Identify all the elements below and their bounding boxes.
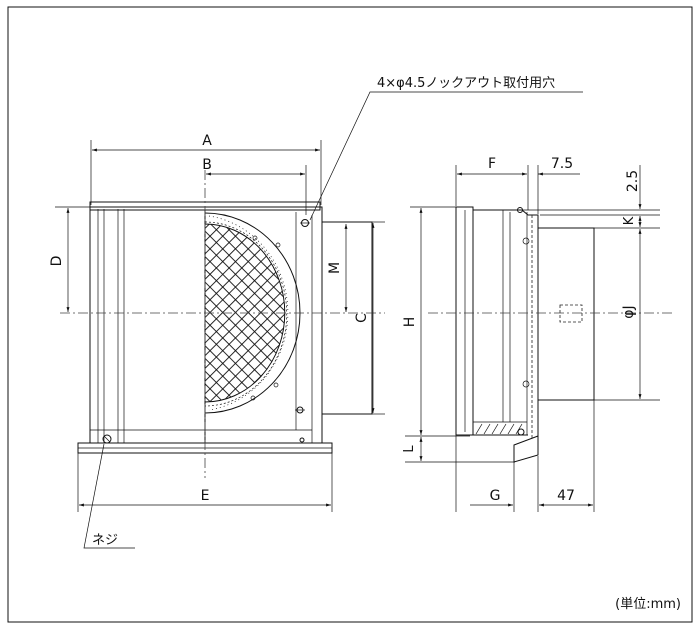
dim-47: 47 (557, 488, 575, 504)
bottom-tab (513, 435, 539, 463)
dim-7-5: 7.5 (551, 156, 573, 172)
knockout-note: 4×φ4.5ノックアウト取付用穴 (377, 76, 555, 91)
dim-F: F (488, 156, 496, 172)
front-view: A B D M C E 4×φ4.5ノックアウト取付用穴 ネジ (49, 76, 583, 549)
dim-D: D (49, 256, 65, 267)
unit-label: (単位:mm) (615, 596, 681, 612)
dim-L: L (402, 445, 417, 453)
dim-2-5: 2.5 (625, 170, 641, 192)
screw-label: ネジ (92, 533, 118, 548)
bottom-hatch (475, 423, 523, 435)
front-grille (455, 206, 474, 436)
dim-A: A (202, 133, 212, 149)
dim-H: H (402, 317, 418, 328)
dim-M: M (327, 262, 343, 274)
side-view: H L F 7.5 2.5 K φJ G 47 (402, 156, 675, 512)
page-frame (7, 6, 693, 623)
dim-C: C (354, 313, 370, 323)
screw-head (102, 434, 112, 444)
dim-B: B (202, 157, 212, 173)
dim-K: K (622, 216, 637, 225)
duct (537, 227, 595, 401)
dim-phiJ: φJ (621, 305, 637, 318)
dim-E: E (201, 488, 210, 504)
dim-G: G (490, 488, 501, 504)
